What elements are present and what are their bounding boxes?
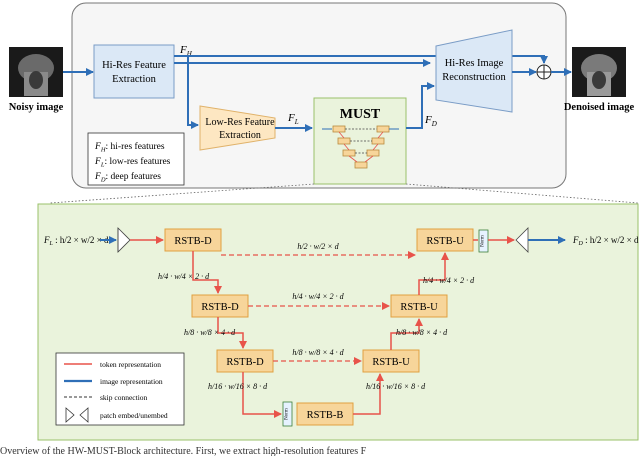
zoom-line-left [49, 183, 315, 204]
svg-text:skip connection: skip connection [100, 393, 148, 402]
zoom-line-right [405, 183, 639, 204]
hires-feature-extraction-label-1: Hi-Res Feature [102, 60, 166, 71]
dim-l2-skip: h/4 · w/4 × 2 · d [292, 292, 344, 301]
feature-legend-box [87, 132, 185, 186]
sum-node [536, 64, 552, 80]
representation-legend: token representation image representatio… [64, 360, 168, 423]
rstb-u2: RSTB-U [390, 294, 448, 318]
dim-l3-up: h/8 · w/8 × 4 · d [396, 328, 448, 337]
fh-label: FH [179, 44, 193, 58]
svg-text:RSTB-U: RSTB-U [426, 236, 464, 247]
svg-text:token representation: token representation [100, 360, 161, 369]
svg-text:FL: low-res features: FL: low-res features [94, 156, 171, 169]
svg-text:RSTB-B: RSTB-B [307, 410, 344, 421]
must-title: MUST [340, 107, 381, 122]
hires-feature-extraction-box [93, 44, 175, 99]
feature-legend: FH: hi-res features FL: low-res features… [94, 141, 171, 184]
dim-l2-down: h/4 · w/4 × 2 · d [158, 272, 210, 281]
svg-text:image representation: image representation [100, 377, 163, 386]
rstb-d1: RSTB-D [164, 228, 222, 252]
detail-input-label: FL : h/2 × w/2 × d [43, 235, 109, 247]
dim-l3-down: h/8 · w/8 × 4 · d [184, 328, 236, 337]
token-arrows [192, 251, 449, 418]
dim-l4-up: h/16 · w/16 × 8 · d [366, 382, 426, 391]
rstb-d3: RSTB-D [216, 349, 274, 373]
must-box [313, 97, 407, 185]
svg-text:RSTB-D: RSTB-D [174, 236, 212, 247]
denoised-image-label: Denoised image [564, 102, 635, 113]
rstb-d2: RSTB-D [191, 294, 249, 318]
svg-text:RSTB-D: RSTB-D [201, 302, 239, 313]
svg-text:patch embed/unembed: patch embed/unembed [100, 411, 168, 420]
lowres-feature-extraction-label-1: Low-Res Feature [205, 117, 275, 128]
rstb-b: RSTB-B [296, 402, 354, 426]
rstb-u3: RSTB-U [362, 349, 420, 373]
hires-recon-label-2: Reconstruction [442, 72, 506, 83]
fd-label: FD [424, 114, 437, 128]
svg-text:FH: hi-res features: FH: hi-res features [94, 141, 165, 154]
noisy-image-thumbnail [9, 47, 63, 97]
lowres-feature-extraction-box [199, 105, 276, 151]
representation-legend-box [55, 352, 185, 426]
svg-text:FD: deep features: FD: deep features [94, 171, 161, 184]
norm-top-label: Norm [481, 235, 486, 247]
dim-l1-skip: h/2 · w/2 × d [297, 242, 339, 251]
svg-text:RSTB-U: RSTB-U [372, 357, 410, 368]
rstb-u1: RSTB-U [416, 228, 474, 252]
denoised-image-thumbnail [572, 47, 626, 97]
dim-l3-skip: h/8 · w/8 × 4 · d [292, 348, 344, 357]
noisy-image-label: Noisy image [9, 102, 64, 113]
svg-text:RSTB-D: RSTB-D [226, 357, 264, 368]
fh-to-lowres-arrow [187, 56, 199, 129]
hires-recon-box [435, 29, 513, 113]
norm-bottom-label: Norm [285, 408, 290, 420]
norm-block-bottom [282, 401, 293, 427]
lowres-feature-extraction-label-2: Extraction [219, 130, 261, 141]
detail-output-label: FD : h/2 × w/2 × d [572, 235, 639, 247]
norm-block-top [478, 229, 489, 253]
hires-recon-label-1: Hi-Res Image [445, 58, 504, 69]
must-mini-connectors [338, 128, 384, 163]
dim-l2-up: h/4 · w/4 × 2 · d [423, 276, 475, 285]
dim-l4-down: h/16 · w/16 × 8 · d [208, 382, 268, 391]
svg-text:RSTB-U: RSTB-U [400, 302, 438, 313]
caption-fragment: Overview of the HW-MUST-Block architectu… [0, 446, 367, 456]
fd-arrow [406, 82, 435, 129]
hires-feature-extraction-label-2: Extraction [112, 74, 156, 85]
fl-label: FL [287, 112, 299, 126]
fh-skip-line [174, 55, 548, 64]
